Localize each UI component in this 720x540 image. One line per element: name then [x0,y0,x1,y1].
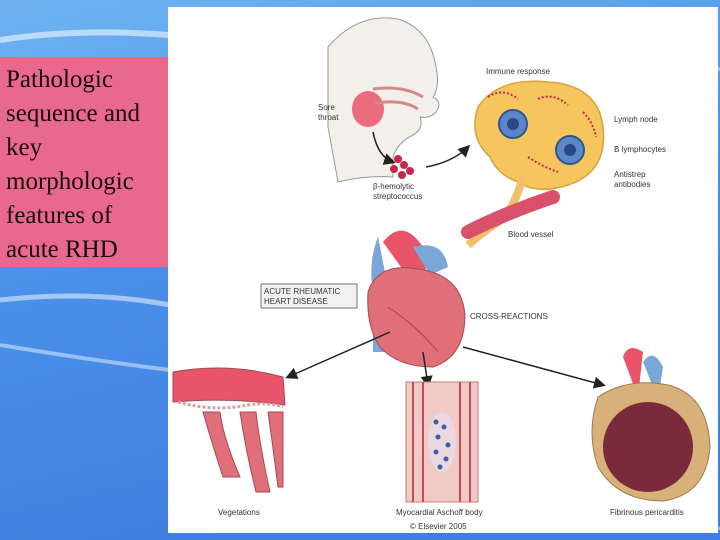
head-profile-illustration [327,17,440,183]
arrow-to-pericarditis [462,346,606,389]
lymph-node-label: Lymph node [614,115,658,124]
sore-throat-label-1: Sore [318,103,335,112]
rhd-label-box [260,283,358,309]
blood-vessel-illustration [461,190,560,239]
rhd-label-2: HEART DISEASE [264,297,328,306]
sore-throat-label-2: throat [318,113,339,122]
antistrep-label-2: antibodies [614,180,650,189]
arrow-throat-to-strep [372,131,396,165]
cross-reactions-label: CROSS-REACTIONS [470,312,548,321]
pericarditis-label: Fibrinous pericarditis [610,508,684,517]
copyright-label: © Elsevier 2005 [410,522,467,531]
arrow-to-aschoff [420,351,433,388]
vegetations-label: Vegetations [218,508,260,517]
blood-vessel-label: Blood vessel [508,230,554,239]
streptococcus-illustration [390,155,414,179]
slide-title: Pathologic sequence and key morphologic … [6,66,140,263]
strep-label-1: β-hemolytic [373,182,414,191]
heart-illustration [367,230,466,368]
rhd-diagram: Sore throat β-hemolytic streptococcus Im… [168,7,718,533]
aschoff-body-illustration [405,381,479,503]
b-lymphocytes-label: B lymphocytes [614,145,666,154]
aschoff-body-label: Myocardial Aschoff body [396,508,483,517]
title-box: Pathologic sequence and key morphologic … [0,57,170,267]
rhd-label-1: ACUTE RHEUMATIC [264,287,341,296]
arrow-to-vegetations [285,331,391,379]
pericarditis-illustration [591,348,711,502]
strep-label-2: streptococcus [373,192,422,201]
lymph-node-illustration [474,80,605,191]
arrow-strep-to-lymph [425,144,471,168]
immune-response-label: Immune response [486,67,551,76]
vegetations-illustration [172,367,286,493]
antistrep-label-1: Antistrep [614,170,646,179]
